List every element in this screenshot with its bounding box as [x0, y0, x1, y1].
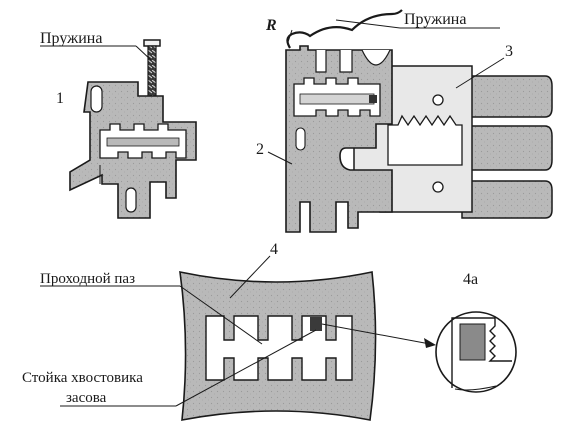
part-2-3-group: [285, 9, 553, 233]
part-4-number: 4: [270, 241, 278, 258]
r-label: R: [265, 17, 277, 34]
tail-post-label-line1: Стойка хвостовика: [22, 370, 143, 386]
part-4-channel: [205, 315, 353, 381]
part-4-group: [179, 270, 377, 421]
spring-label-left: Пружина: [40, 30, 102, 47]
round-hole: [432, 94, 444, 106]
tail-post-label-line2: засова: [66, 390, 107, 406]
spring-label-right: Пружина: [404, 11, 466, 28]
spring-icon: [143, 39, 161, 97]
part-1-group: [69, 39, 197, 219]
part-4a-number: 4а: [463, 271, 478, 288]
part-1-slot: [90, 85, 103, 113]
round-hole: [432, 181, 444, 193]
detail-arrow: [424, 338, 436, 348]
part-2-slot: [295, 127, 306, 151]
part-3-rack: [387, 114, 463, 166]
detail-4a-group: [435, 311, 517, 393]
part-3-number: 3: [505, 43, 513, 60]
part-2-number: 2: [256, 141, 264, 158]
part-1-number: 1: [56, 90, 64, 107]
wire-spring: [286, 9, 403, 49]
tail-post-marker: [310, 317, 322, 331]
leader-lines: [40, 19, 505, 407]
channel-label: Проходной паз: [40, 271, 135, 287]
part-1-bottom-slot: [125, 187, 137, 213]
bolt-rods: [461, 75, 553, 219]
